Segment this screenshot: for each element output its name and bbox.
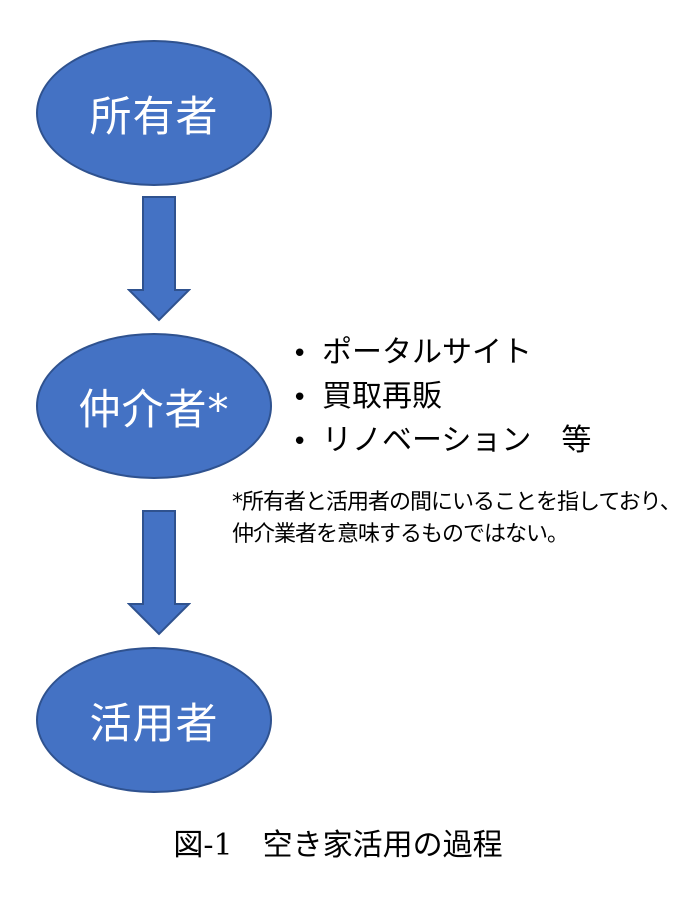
broker-node-label: 仲介者* xyxy=(78,384,230,434)
owner-node: 所有者 xyxy=(36,40,272,186)
footnote-line-1: *所有者と活用者の間にいることを指しており、 xyxy=(232,490,676,515)
list-item-text: 買取再販 xyxy=(322,379,442,414)
list-item: • ポータルサイト xyxy=(292,331,591,375)
user-node-label: 活用者 xyxy=(89,698,219,748)
figure-caption: 図-1 空き家活用の過程 xyxy=(173,828,503,863)
list-item: • リノベーション 等 xyxy=(292,419,591,463)
bullet-icon: • xyxy=(292,427,308,457)
intermediary-examples-list: • ポータルサイト • 買取再販 • リノベーション 等 xyxy=(292,331,591,463)
bullet-icon: • xyxy=(292,383,308,413)
down-arrow-owner-to-broker xyxy=(127,196,191,322)
list-item-text: ポータルサイト xyxy=(322,335,532,370)
footnote-line-2: 仲介業者を意味するものではない。 xyxy=(232,522,569,547)
owner-node-label: 所有者 xyxy=(89,91,219,141)
footnote: *所有者と活用者の間にいることを指しており、 仲介業者を意味するものではない。 xyxy=(232,487,676,551)
list-item-text: リノベーション 等 xyxy=(322,423,592,458)
broker-node: 仲介者* xyxy=(36,333,272,479)
user-node: 活用者 xyxy=(36,647,272,793)
down-arrow-broker-to-user xyxy=(127,510,191,636)
list-item: • 買取再販 xyxy=(292,375,591,419)
bullet-icon: • xyxy=(292,339,308,369)
